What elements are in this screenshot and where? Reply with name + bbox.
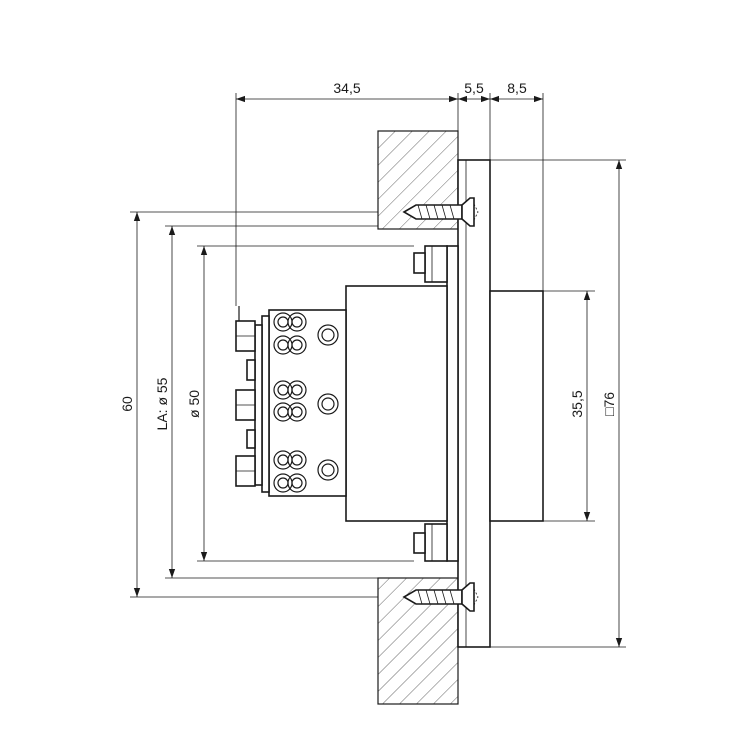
dim-label-top-right: 8,5 (507, 80, 527, 96)
fixing-screw-bottom (402, 582, 479, 612)
terminal-block (235, 306, 347, 497)
claw-clip-top (413, 245, 448, 283)
dim-label-top-left: 34,5 (333, 80, 360, 96)
front-knob (489, 290, 544, 522)
dim-label-left-mid: LA: ø 55 (154, 377, 170, 430)
screw-terminal-3 (235, 455, 256, 487)
wire-entry-holes (273, 312, 307, 493)
frame-plate (457, 159, 491, 648)
dim-label-top-mid: 5,5 (464, 80, 484, 96)
claw-clip-bottom (413, 523, 448, 562)
terminal-rib (246, 359, 256, 381)
dim-label-left-outer: 60 (119, 396, 135, 412)
screw-terminal-1 (235, 306, 256, 352)
switch-body (345, 285, 448, 522)
dim-label-right-outer: □76 (601, 392, 617, 416)
terminal-rib (246, 429, 256, 449)
dim-label-left-inner: ø 50 (186, 390, 202, 418)
fixing-screw-top (402, 197, 479, 227)
dim-label-right-inner: 35,5 (569, 390, 585, 417)
mounting-flange (446, 245, 459, 562)
release-holes (317, 324, 339, 481)
dimension-lines (133, 95, 623, 647)
extension-lines (130, 93, 626, 648)
screw-terminal-2 (235, 389, 256, 421)
